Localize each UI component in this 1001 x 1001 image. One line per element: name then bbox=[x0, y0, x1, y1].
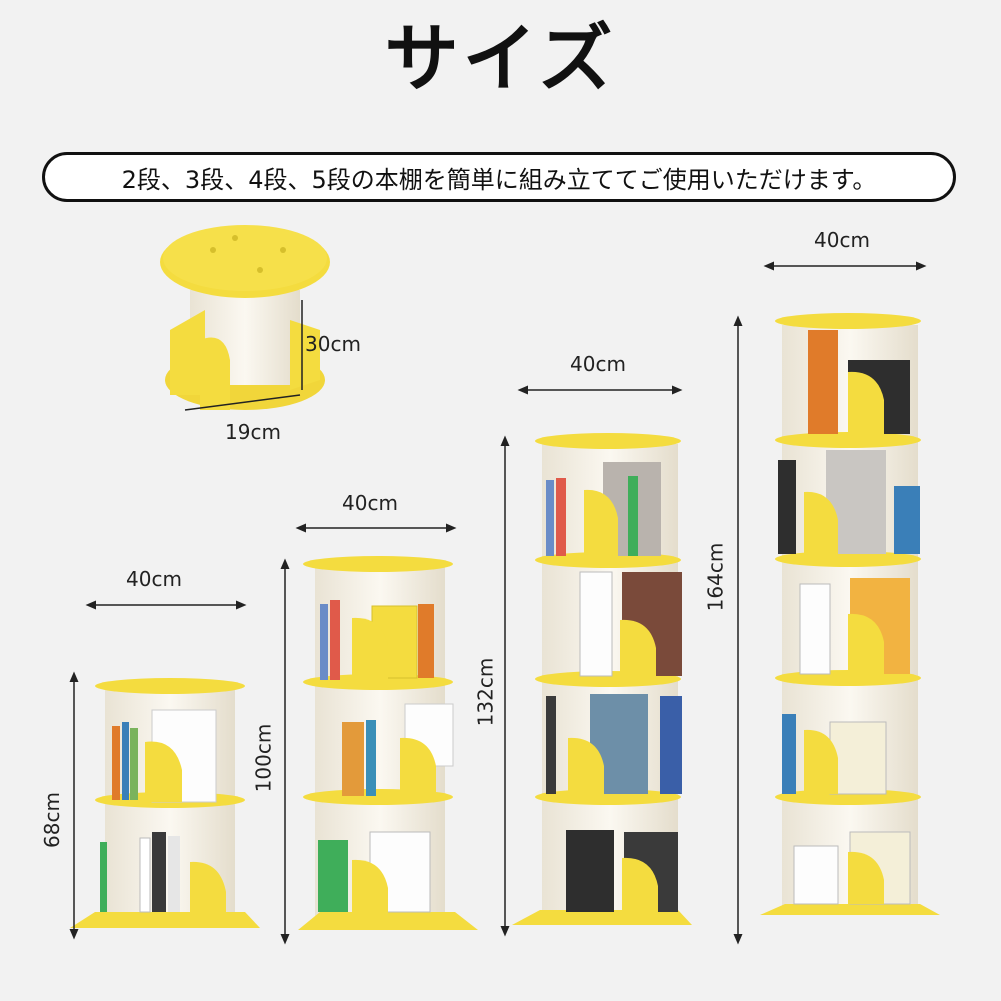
shelf-4-height-label: 132cm bbox=[473, 657, 498, 727]
module-illustration bbox=[160, 225, 330, 411]
shelf-5-width-label: 40cm bbox=[814, 228, 870, 252]
shelf-4-tier bbox=[512, 433, 692, 925]
shelf-5-tier bbox=[760, 313, 940, 915]
subtitle-text: 2段、3段、4段、5段の本棚を簡単に組み立ててご使用いただけます。 bbox=[121, 165, 877, 194]
shelf-2-width-label: 40cm bbox=[126, 567, 182, 591]
shelf-3-tier bbox=[298, 556, 478, 930]
shelf-2-tier bbox=[70, 678, 260, 928]
module-height-label: 30cm bbox=[305, 332, 361, 356]
dimension-lines bbox=[69, 261, 927, 945]
shelf-4-width-label: 40cm bbox=[570, 352, 626, 376]
module-depth-label: 19cm bbox=[225, 420, 281, 444]
shelf-5-height-label: 164cm bbox=[703, 542, 728, 612]
subtitle-banner: 2段、3段、4段、5段の本棚を簡単に組み立ててご使用いただけます。 bbox=[42, 152, 956, 202]
page-title: サイズ bbox=[384, 16, 617, 102]
shelf-3-width-label: 40cm bbox=[342, 491, 398, 515]
shelf-2-height-label: 68cm bbox=[39, 792, 64, 848]
shelf-3-height-label: 100cm bbox=[251, 723, 276, 793]
